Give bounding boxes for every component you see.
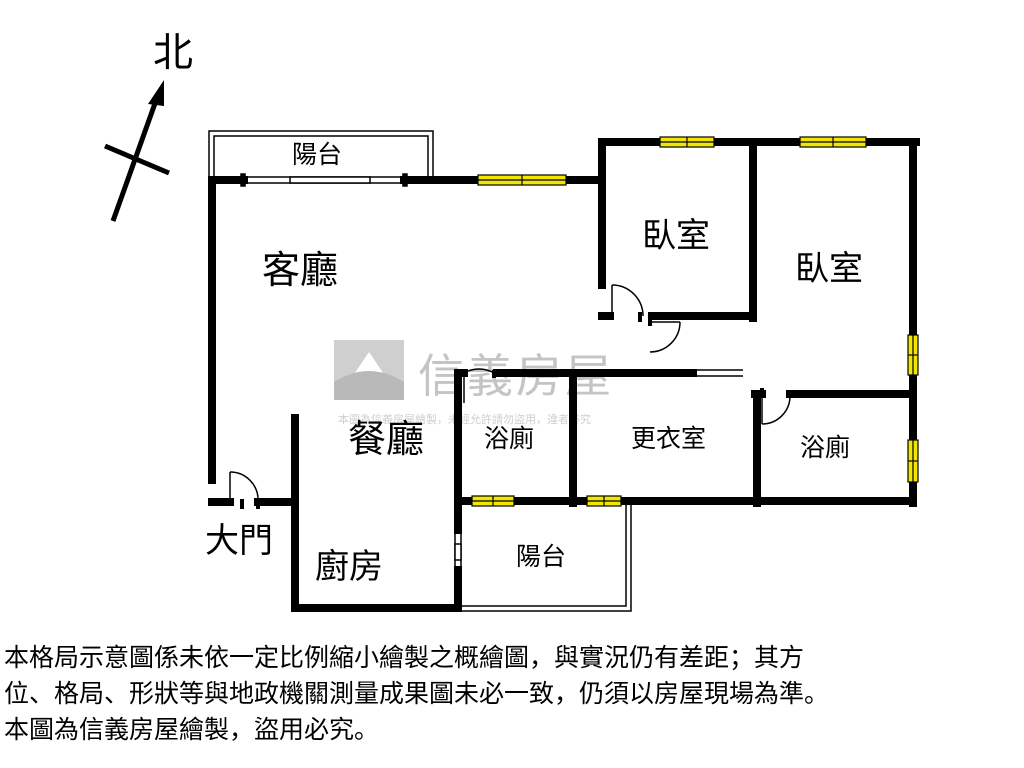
window-bedroom1	[659, 136, 715, 148]
walls	[208, 138, 920, 612]
window-closet	[586, 495, 622, 507]
room-label-main-door: 大門	[205, 521, 273, 561]
room-label-bathroom-1: 浴廁	[484, 424, 534, 453]
room-label-balcony-bottom: 陽台	[516, 542, 566, 571]
disclaimer-line-1: 本格局示意圖係未依一定比例縮小繪製之概繪圖，與實況仍有差距；其方	[4, 643, 805, 672]
watermark-subtext: 本圖為信義房屋繪製，未經允許請勿盜用，違者必究	[338, 412, 591, 426]
window-living	[477, 174, 567, 186]
floor-plan: 信義房屋 本圖為信義房屋繪製，未經允許請勿盜用，違者必究 北	[104, 30, 920, 612]
watermark-logo-icon	[334, 340, 404, 400]
disclaimer: 本格局示意圖係未依一定比例縮小繪製之概繪圖，與實況仍有差距；其方 位、格局、形狀…	[4, 640, 1022, 748]
doors	[229, 284, 791, 503]
room-label-bedroom-2: 臥室	[795, 249, 863, 289]
window-bedroom2	[799, 136, 867, 148]
watermark: 信義房屋 本圖為信義房屋繪製，未經允許請勿盜用，違者必究	[334, 340, 611, 426]
room-label-kitchen: 廚房	[315, 547, 383, 587]
room-label-bathroom-2: 浴廁	[800, 433, 850, 462]
window-right-upper	[907, 334, 919, 376]
north-label: 北	[153, 30, 193, 76]
windows	[471, 136, 919, 507]
door-main	[229, 471, 259, 503]
door-bedroom1	[611, 284, 644, 317]
top-balcony-railing	[208, 130, 434, 178]
door-bath2	[761, 394, 791, 425]
room-label-dining-room: 餐廳	[348, 417, 424, 461]
door-bedroom2	[649, 321, 681, 353]
compass: 北	[104, 30, 193, 222]
room-label-walk-in-closet: 更衣室	[631, 424, 706, 453]
sliding-door-kitchen	[454, 530, 462, 570]
window-bath1	[471, 495, 515, 507]
window-right-lower	[907, 439, 919, 483]
sliding-door-top	[240, 173, 408, 187]
bottom-balcony-railing	[458, 502, 632, 612]
room-label-living-room: 客廳	[262, 248, 338, 292]
room-label-bedroom-1: 臥室	[642, 216, 710, 256]
door-bath1	[463, 368, 495, 403]
sliding-door-corridor	[693, 369, 743, 377]
room-label-balcony-top: 陽台	[292, 140, 342, 169]
disclaimer-line-2: 位、格局、形狀等與地政機關測量成果圖未必一致，仍須以房屋現場為準。	[4, 679, 830, 708]
disclaimer-line-3: 本圖為信義房屋繪製，盜用必究。	[4, 715, 380, 744]
